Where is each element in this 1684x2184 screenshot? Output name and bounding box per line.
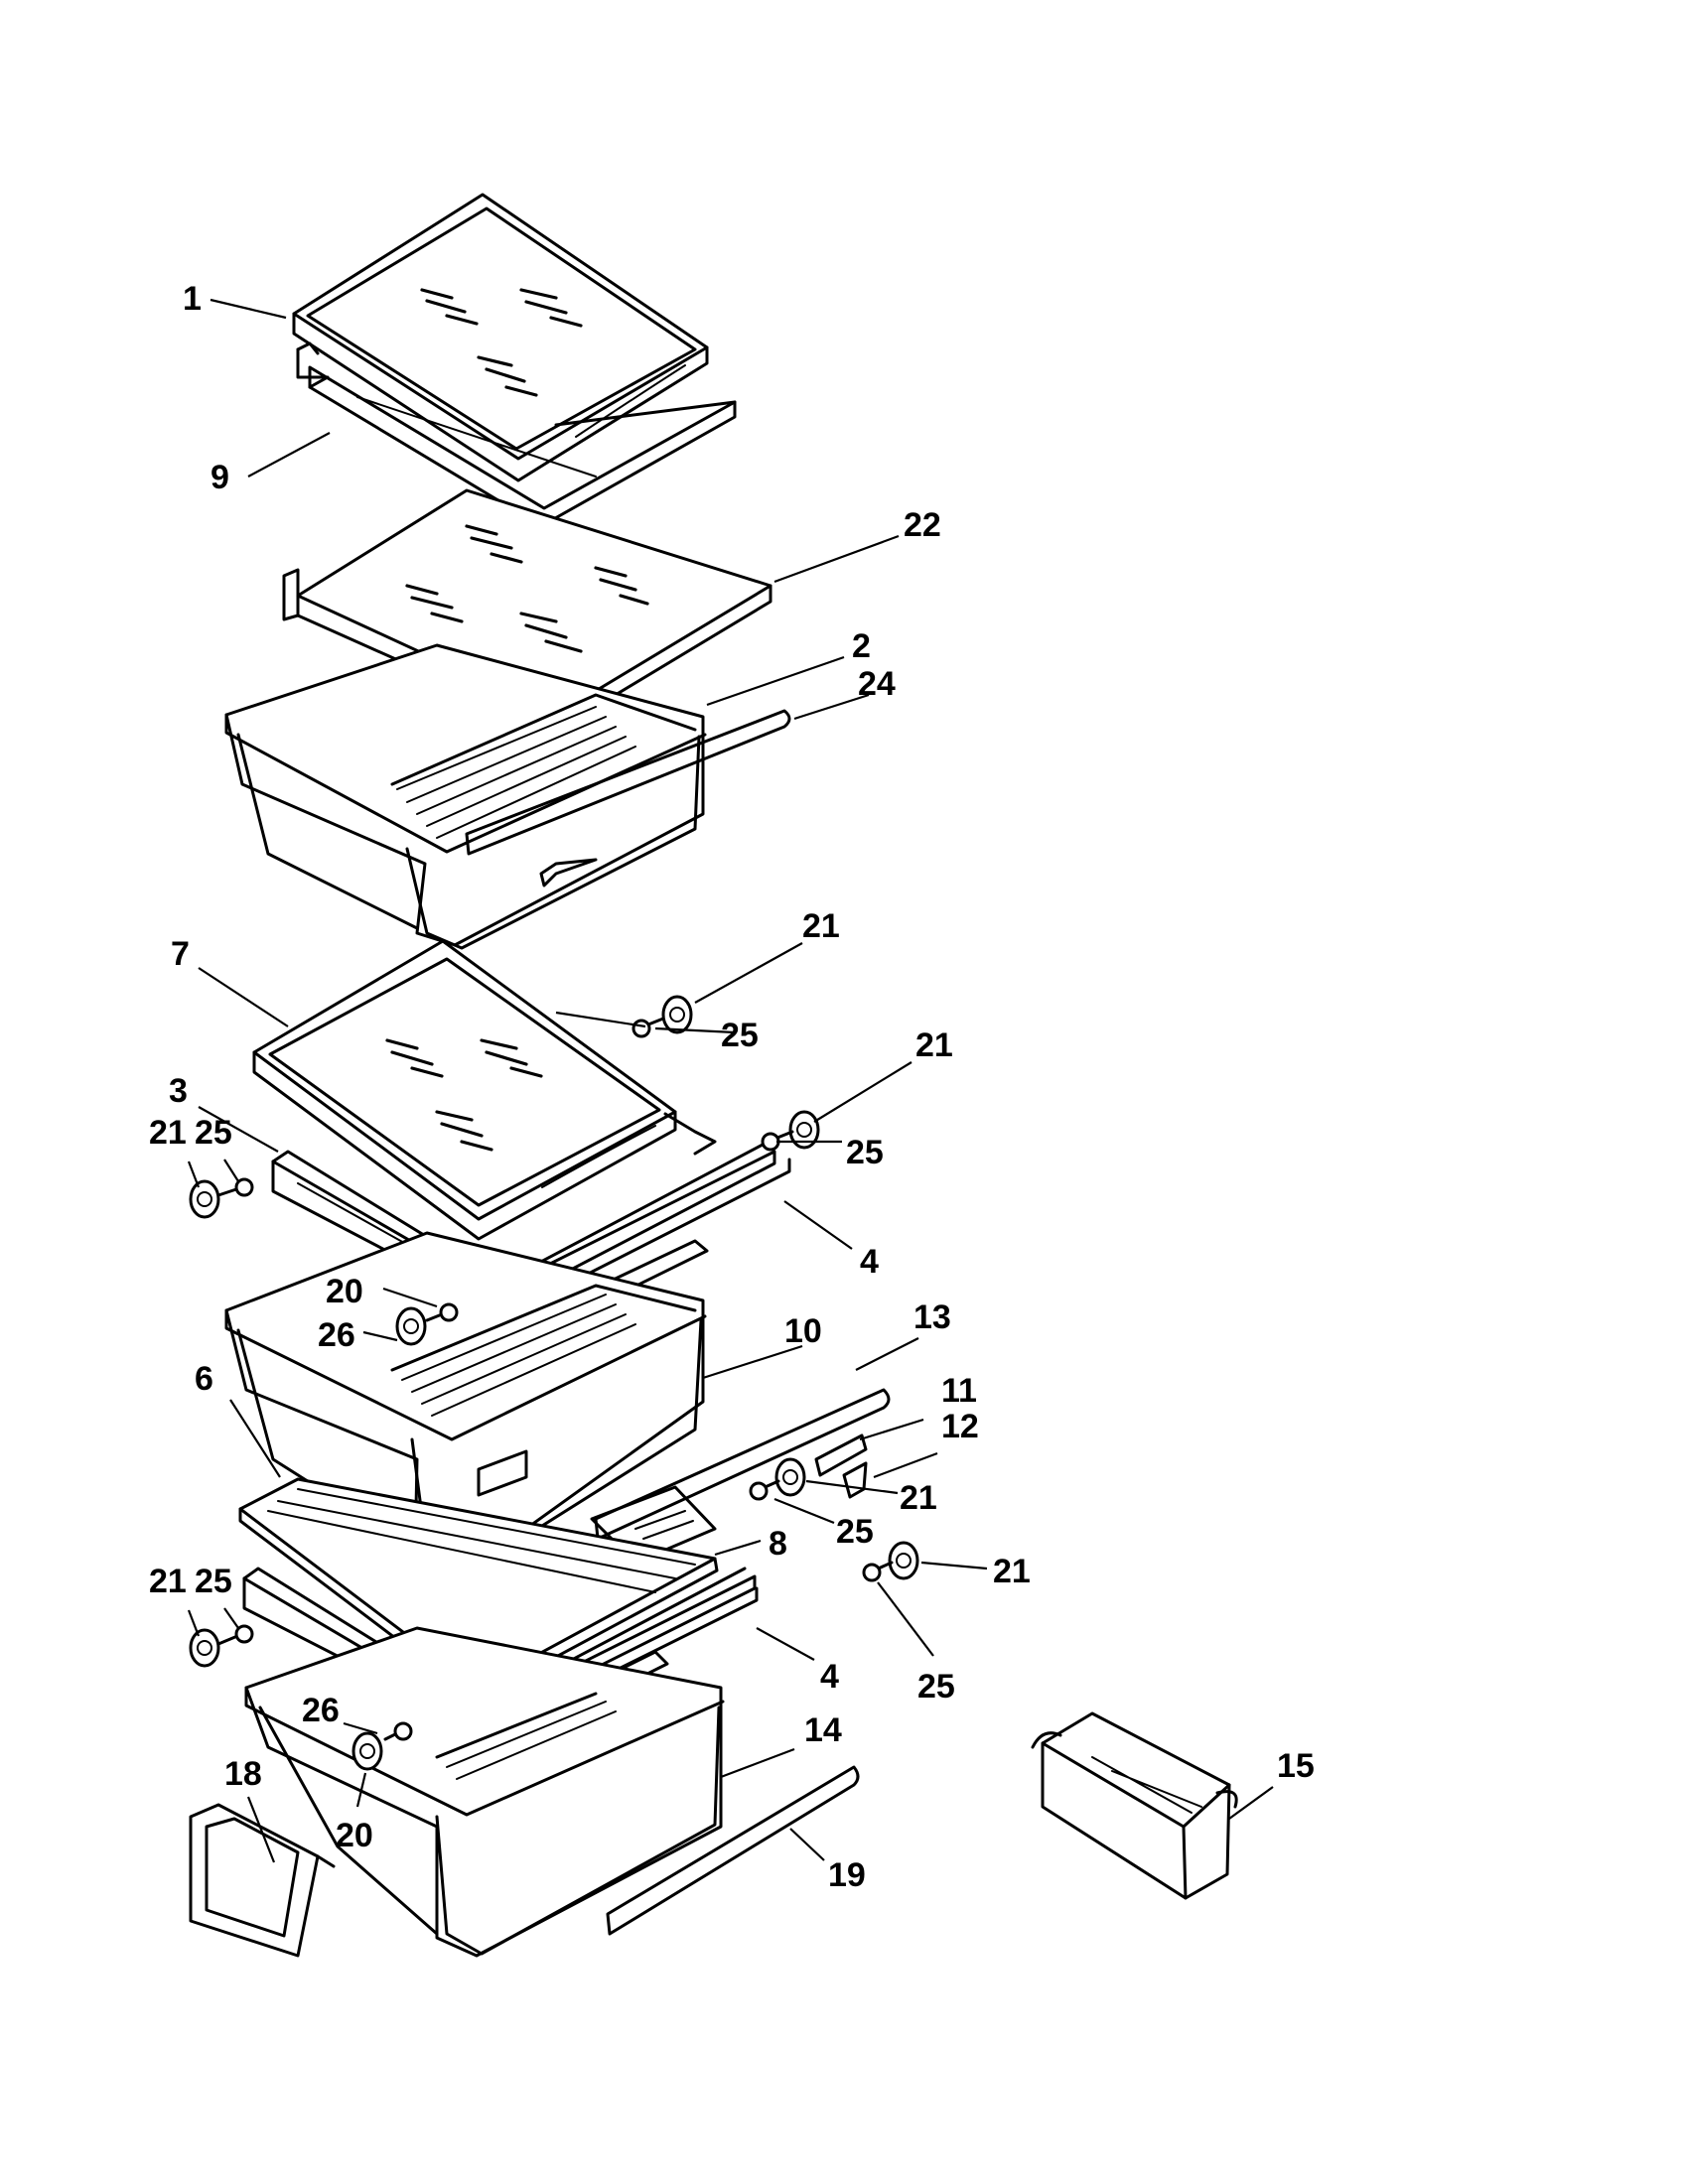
callout-10: 10: [784, 1312, 822, 1350]
callout-3: 3: [169, 1072, 188, 1110]
callout-21e: 21: [993, 1553, 1031, 1590]
callout-13: 13: [913, 1298, 951, 1336]
part-13-trim: [594, 1388, 891, 1541]
callout-25d: 25: [836, 1513, 874, 1551]
callout-21f: 21: [149, 1563, 187, 1600]
callout-6: 6: [195, 1360, 213, 1398]
part-1-glass-shelf: [292, 193, 709, 482]
callout-25f: 25: [195, 1563, 232, 1600]
callout-25a: 25: [721, 1017, 759, 1054]
fastener-25-c: [216, 1177, 254, 1197]
fastener-25-e: [862, 1561, 894, 1582]
callout-25b: 25: [846, 1134, 884, 1171]
callout-25c: 25: [195, 1114, 232, 1152]
callout-21d: 21: [900, 1479, 937, 1517]
callout-7: 7: [171, 935, 190, 973]
callout-14: 14: [804, 1711, 842, 1749]
callout-9: 9: [210, 459, 229, 496]
part-9-shelf-frame: [296, 341, 737, 528]
callout-12: 12: [941, 1408, 979, 1445]
fastener-21-f: [189, 1628, 220, 1668]
callout-4a: 4: [860, 1243, 879, 1281]
callout-8: 8: [769, 1525, 787, 1563]
leader-lines: [187, 298, 1274, 1863]
callout-26b: 26: [302, 1692, 340, 1729]
fastener-20-b: [351, 1731, 383, 1771]
part-14-bottom-drawer: [244, 1626, 725, 1958]
callout-24: 24: [858, 665, 896, 703]
callout-20b: 20: [336, 1817, 373, 1854]
part-15-bin: [1031, 1711, 1238, 1900]
callout-21c: 21: [149, 1114, 187, 1152]
callout-2: 2: [852, 627, 871, 665]
fastener-21-e: [888, 1541, 919, 1580]
fastener-25-f: [216, 1624, 254, 1646]
part-19-trim: [606, 1765, 860, 1936]
callout-18: 18: [224, 1755, 262, 1793]
callout-25e: 25: [917, 1668, 955, 1706]
callout-labels: 1 9 22 2 24 7 21 25 3 21 25 21 25 4 20 2…: [149, 280, 1315, 1894]
fastener-21-d: [774, 1457, 806, 1497]
callout-4b: 4: [820, 1658, 839, 1696]
part-24-trim: [465, 709, 791, 856]
part-2-crisper-drawer: [224, 643, 707, 950]
fastener-26-a: [395, 1306, 427, 1346]
fasteners: [189, 995, 919, 1771]
callout-19: 19: [828, 1856, 866, 1894]
fastener-20-a: [425, 1302, 459, 1322]
callout-1: 1: [183, 280, 202, 318]
fastener-21-b: [788, 1110, 820, 1150]
callout-22: 22: [904, 506, 941, 544]
fastener-21-a: [661, 995, 693, 1034]
part-7-glass-shelf: [252, 939, 677, 1241]
fastener-26-b: [383, 1721, 413, 1741]
fastener-25-a: [632, 1017, 665, 1038]
fastener-25-d: [749, 1479, 780, 1501]
part-18-label: [189, 1803, 336, 1958]
callout-21a: 21: [802, 907, 840, 945]
part-6-glass: [238, 1477, 719, 1702]
callout-11: 11: [941, 1372, 977, 1410]
fastener-21-c: [189, 1179, 220, 1219]
callout-15: 15: [1277, 1747, 1315, 1785]
callout-26a: 26: [318, 1316, 355, 1354]
callout-21b: 21: [915, 1026, 953, 1064]
callout-20a: 20: [326, 1273, 363, 1310]
